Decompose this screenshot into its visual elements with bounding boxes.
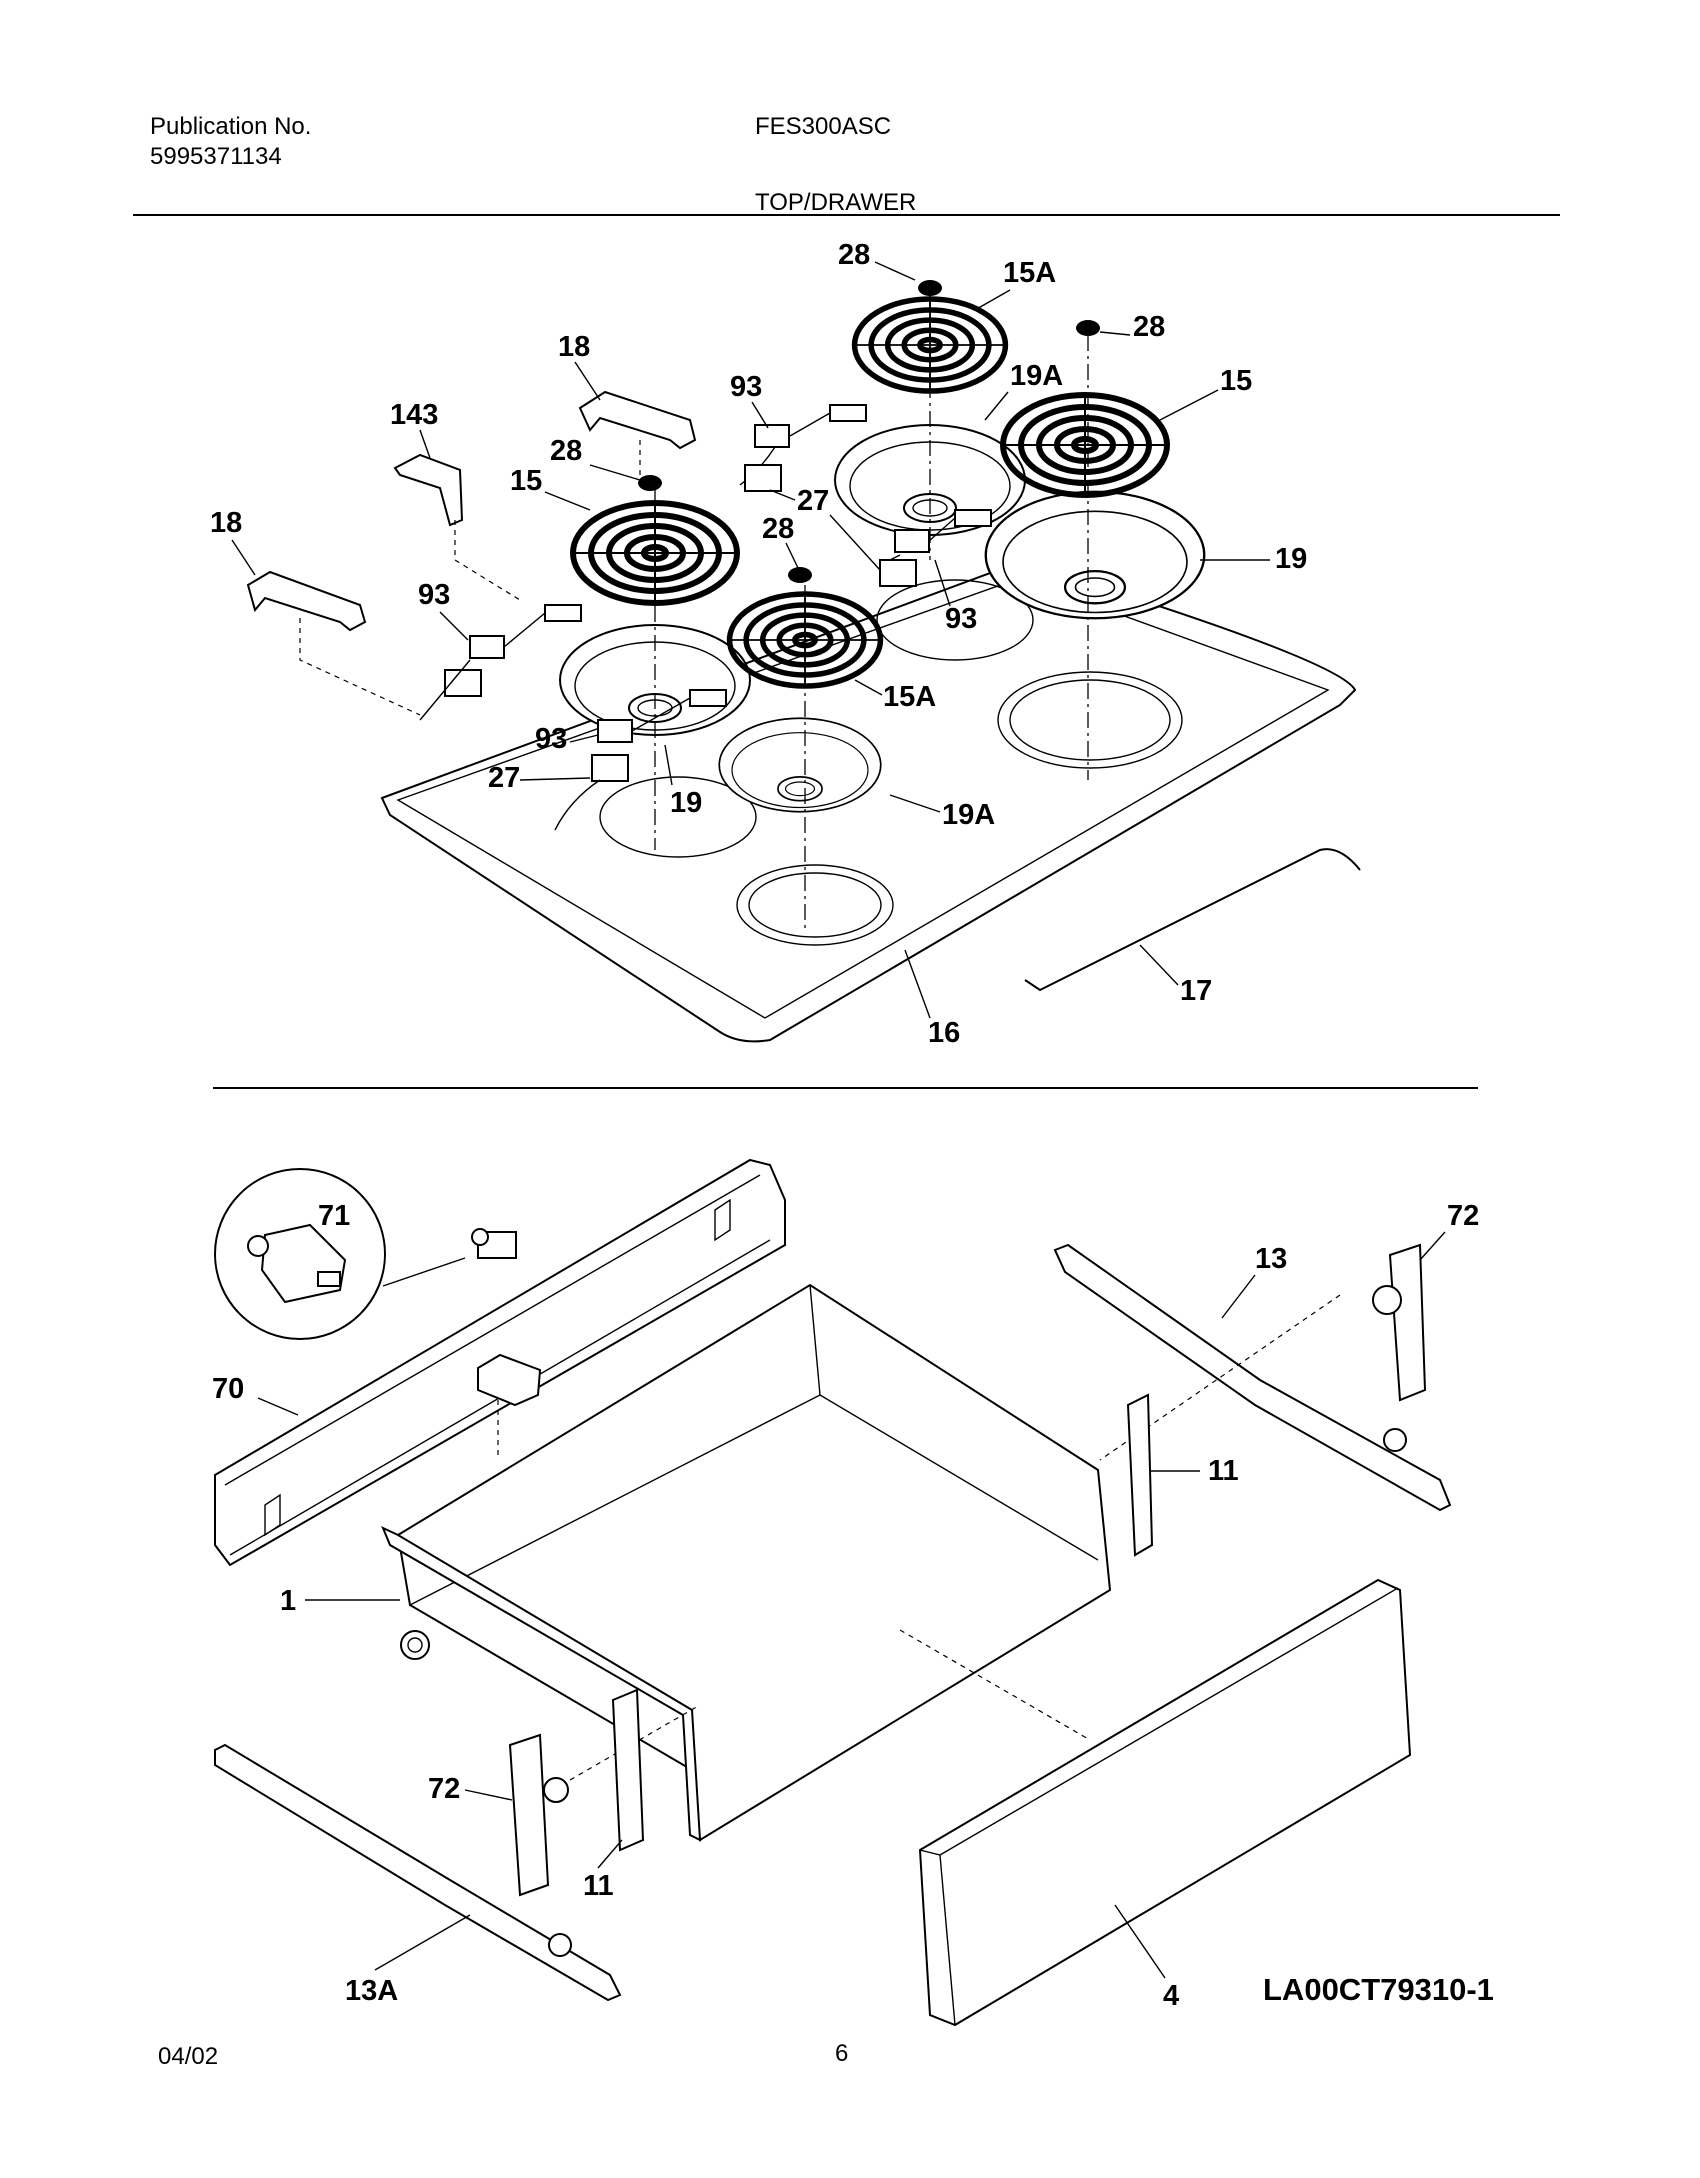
element-cap-icon — [1076, 320, 1100, 336]
receptacle-block-front — [597, 719, 633, 743]
element-cap-icon — [638, 475, 662, 491]
receptacle-block-left — [469, 635, 505, 659]
spacer-bar-right — [1126, 1393, 1154, 1557]
svg-text:19A: 19A — [1010, 360, 1063, 392]
cooktop-assembly — [246, 280, 1361, 1043]
svg-text:27: 27 — [488, 762, 520, 794]
svg-text:15: 15 — [510, 465, 542, 497]
support-rod — [1024, 848, 1361, 992]
surface-element-right-large — [1003, 395, 1167, 495]
svg-text:16: 16 — [928, 1017, 960, 1049]
svg-text:13: 13 — [1255, 1243, 1287, 1275]
element-cap-icon — [918, 280, 942, 296]
svg-text:13A: 13A — [345, 1975, 398, 2007]
diagram-reference-code: LA00CT79310-1 — [1263, 1972, 1494, 2007]
slide-bracket-right — [1388, 1243, 1427, 1402]
bracket-143 — [393, 453, 464, 527]
svg-text:19A: 19A — [942, 799, 995, 831]
element-cap-icon — [788, 567, 812, 583]
page-number: 6 — [835, 2040, 849, 2067]
model-number: FES300ASC — [755, 113, 892, 140]
svg-text:72: 72 — [1447, 1200, 1479, 1232]
mounting-bracket-left — [246, 570, 367, 632]
drip-pan-front-small — [718, 717, 882, 813]
main-top — [380, 560, 1357, 1043]
drawer-assembly — [214, 1158, 1452, 2027]
mounting-bracket-top — [578, 390, 697, 450]
drip-pan-right — [984, 490, 1206, 620]
drawer-callouts: 71 72 13 70 11 1 72 11 13A 4 — [212, 1200, 1479, 2012]
svg-text:71: 71 — [318, 1200, 350, 1232]
slide-rail-left — [214, 1743, 622, 2002]
svg-text:19: 19 — [670, 787, 702, 819]
svg-text:28: 28 — [550, 435, 582, 467]
svg-text:18: 18 — [210, 507, 242, 539]
svg-text:4: 4 — [1163, 1980, 1179, 2012]
svg-text:17: 17 — [1180, 975, 1212, 1007]
svg-text:28: 28 — [762, 513, 794, 545]
receptacle-block-top — [754, 424, 790, 448]
svg-text:93: 93 — [730, 371, 762, 403]
publication-label: Publication No. — [150, 113, 312, 140]
svg-text:18: 18 — [558, 331, 590, 363]
svg-text:93: 93 — [535, 723, 567, 755]
detail-inset-circle — [214, 1168, 386, 1340]
svg-text:93: 93 — [418, 579, 450, 611]
slide-bracket-left — [508, 1733, 550, 1897]
svg-text:15A: 15A — [883, 681, 936, 713]
svg-text:93: 93 — [945, 603, 977, 635]
svg-text:72: 72 — [428, 1773, 460, 1805]
svg-text:1: 1 — [280, 1585, 296, 1617]
slide-rail-right — [1053, 1243, 1452, 1512]
cooktop-callouts: 28 15A 28 15 18 93 19A 143 28 15 27 28 1… — [210, 239, 1307, 1049]
svg-text:11: 11 — [583, 1870, 614, 1902]
svg-text:143: 143 — [390, 399, 438, 431]
drawer-front-panel — [918, 1578, 1412, 2027]
publication-date: 04/02 — [158, 2043, 219, 2070]
svg-text:27: 27 — [797, 485, 829, 517]
top-opening-left-rear — [876, 579, 1034, 661]
section-title: TOP/DRAWER — [755, 189, 917, 216]
svg-text:19: 19 — [1275, 543, 1307, 575]
header-rule — [133, 214, 1560, 216]
top-opening-right-rear — [997, 671, 1183, 769]
publication-number: 5995371134 — [150, 143, 282, 170]
svg-text:28: 28 — [838, 239, 870, 271]
top-opening-right-front — [736, 864, 894, 946]
svg-text:15: 15 — [1220, 365, 1252, 397]
svg-text:70: 70 — [212, 1373, 244, 1405]
svg-text:28: 28 — [1133, 311, 1165, 343]
svg-text:15A: 15A — [1003, 257, 1056, 289]
top-opening-left-front — [599, 776, 757, 858]
spacer-bar-left — [611, 1688, 645, 1852]
svg-text:11: 11 — [1208, 1455, 1239, 1487]
receptacle-block-right — [894, 529, 930, 553]
drawer-body — [396, 1283, 1112, 1842]
